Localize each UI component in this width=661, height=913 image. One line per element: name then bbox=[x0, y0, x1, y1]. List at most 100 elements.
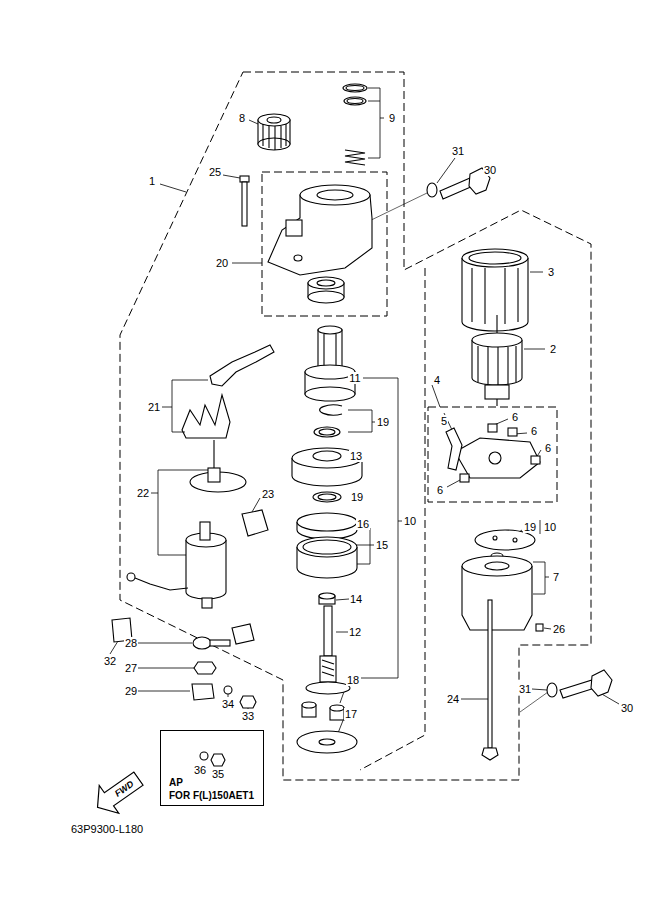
callout-number: 12 bbox=[348, 626, 362, 638]
starter-part bbox=[496, 399, 497, 406]
leader-line bbox=[232, 263, 262, 264]
callout-number: 9 bbox=[388, 112, 396, 124]
starter-part bbox=[560, 680, 595, 698]
starter-part bbox=[517, 268, 518, 322]
callout-number: 6 bbox=[436, 484, 444, 496]
starter-part bbox=[482, 748, 498, 760]
starter-part bbox=[497, 347, 498, 385]
drawing-code: 63P9300-L180 bbox=[70, 823, 144, 835]
starter-part bbox=[475, 530, 535, 550]
starter-part bbox=[193, 637, 211, 649]
starter-part bbox=[531, 456, 540, 464]
starter-part bbox=[194, 662, 216, 674]
callout-number: 1 bbox=[148, 175, 156, 187]
leader-line bbox=[356, 545, 370, 546]
starter-part bbox=[182, 395, 230, 438]
group-outline bbox=[120, 72, 591, 780]
leader-line bbox=[437, 158, 455, 183]
starter-part bbox=[318, 330, 342, 370]
starter-part bbox=[344, 97, 366, 105]
starter-part bbox=[285, 124, 286, 146]
leader-line bbox=[252, 498, 260, 512]
starter-part bbox=[485, 385, 509, 399]
starter-part bbox=[504, 268, 505, 324]
starter-part bbox=[294, 255, 302, 261]
starter-part bbox=[314, 427, 340, 437]
callout-number: 17 bbox=[344, 708, 358, 720]
starter-part bbox=[320, 405, 342, 415]
starter-part bbox=[324, 606, 332, 656]
starter-part bbox=[302, 702, 316, 708]
starter-part bbox=[319, 593, 335, 599]
leader-line bbox=[151, 493, 158, 494]
starter-part bbox=[462, 258, 528, 331]
callout-number: 31 bbox=[518, 683, 532, 695]
starter-part bbox=[320, 656, 336, 682]
callout-number: 32 bbox=[103, 655, 117, 667]
callout-number: 23 bbox=[261, 488, 275, 500]
callout-number: 19 bbox=[376, 416, 390, 428]
leader-line bbox=[370, 528, 371, 564]
callout-number: 30 bbox=[483, 164, 497, 176]
starter-part bbox=[347, 99, 363, 104]
starter-part bbox=[210, 345, 274, 386]
starter-part bbox=[488, 424, 497, 432]
starter-part bbox=[317, 190, 353, 200]
starter-part bbox=[489, 452, 501, 464]
callout-number: 5 bbox=[440, 415, 448, 427]
starter-part bbox=[547, 683, 557, 697]
leader-line bbox=[545, 577, 549, 578]
starter-part bbox=[440, 178, 473, 199]
callout-number: 7 bbox=[552, 571, 560, 583]
starter-part bbox=[536, 624, 543, 631]
starter-part bbox=[335, 334, 336, 370]
starter-part bbox=[274, 126, 275, 150]
starter-part bbox=[460, 474, 469, 482]
leader-line bbox=[348, 432, 372, 433]
starter-part bbox=[240, 696, 256, 708]
leader-line bbox=[138, 643, 192, 644]
leader-line bbox=[544, 628, 551, 629]
starter-part bbox=[322, 660, 334, 664]
leader-line bbox=[138, 691, 190, 692]
leader-line bbox=[398, 521, 402, 522]
callout-number: 10 bbox=[403, 515, 417, 527]
leader-line bbox=[356, 564, 370, 565]
starter-part bbox=[477, 346, 478, 382]
leader-line bbox=[368, 158, 380, 159]
leader-line bbox=[380, 118, 384, 119]
starter-part bbox=[240, 176, 249, 182]
callout-number: 21 bbox=[147, 401, 161, 413]
note-text: FOR F(L)150AET1 bbox=[169, 789, 254, 802]
callout-number: 24 bbox=[446, 693, 460, 705]
starter-part bbox=[186, 540, 226, 599]
starter-part bbox=[308, 291, 344, 303]
callout-number: 22 bbox=[136, 487, 150, 499]
leader-line bbox=[398, 378, 399, 678]
leader-line bbox=[520, 692, 548, 712]
starter-part bbox=[472, 333, 522, 347]
starter-part bbox=[280, 126, 281, 148]
starter-part bbox=[242, 182, 247, 226]
starter-part bbox=[211, 754, 225, 766]
starter-part bbox=[446, 428, 462, 470]
starter-part bbox=[308, 277, 344, 289]
starter-part bbox=[112, 84, 612, 766]
starter-part bbox=[300, 185, 370, 205]
leader-line bbox=[158, 470, 159, 555]
leader-line bbox=[110, 641, 118, 654]
callout-number: 34 bbox=[221, 698, 235, 710]
callout-number: 10 bbox=[543, 521, 557, 533]
leader-line bbox=[461, 699, 488, 700]
leader-line bbox=[361, 678, 398, 679]
leader-line bbox=[380, 88, 381, 158]
starter-part bbox=[135, 578, 188, 590]
starter-part bbox=[202, 598, 212, 608]
starter-part bbox=[462, 556, 532, 576]
leader-line bbox=[348, 410, 372, 411]
starter-part bbox=[200, 522, 210, 540]
callout-number: 28 bbox=[124, 637, 138, 649]
callout-number: 14 bbox=[349, 593, 363, 605]
leader-line bbox=[545, 562, 546, 594]
leader-line bbox=[223, 175, 240, 178]
